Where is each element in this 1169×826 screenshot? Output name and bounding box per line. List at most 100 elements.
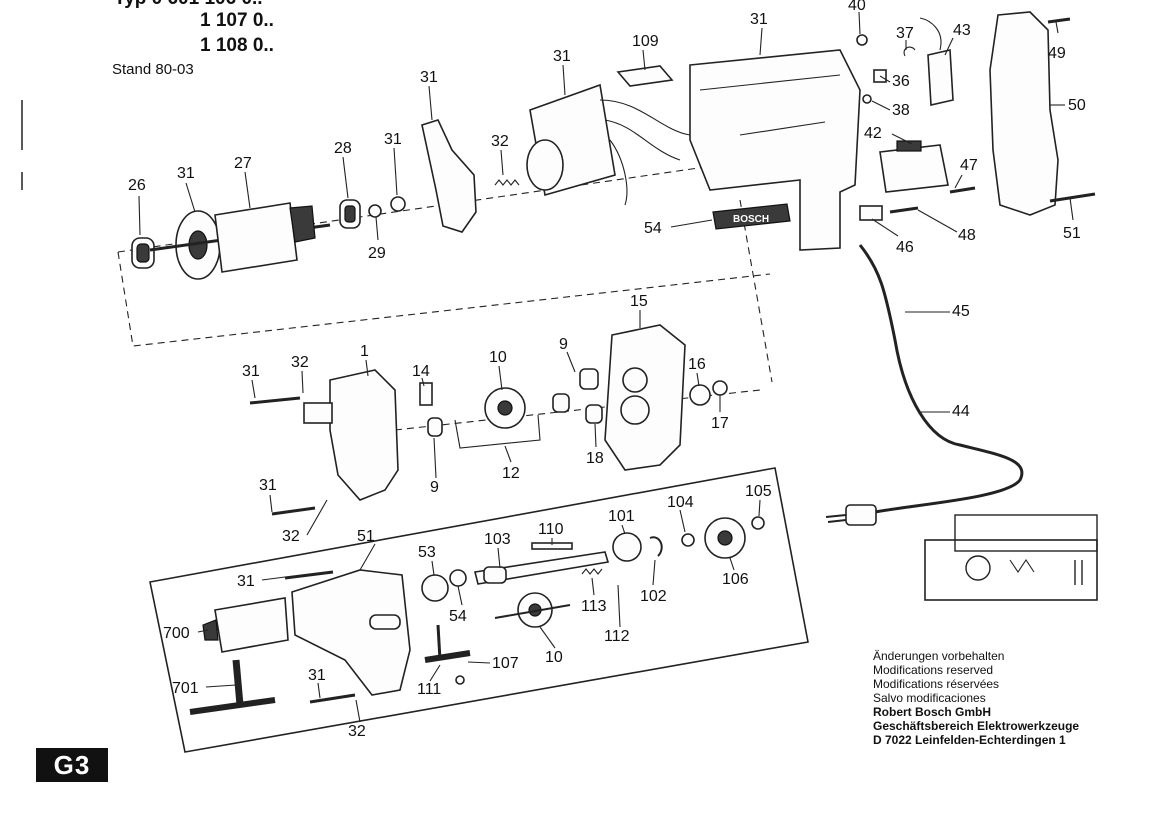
washer-part bbox=[390, 196, 406, 212]
capacitor-part bbox=[927, 49, 954, 106]
company-division: Geschäftsbereich Elektrowerkzeuge bbox=[873, 719, 1080, 733]
callout: 101 bbox=[608, 508, 635, 525]
screw-part bbox=[249, 396, 301, 405]
screw-part bbox=[284, 570, 334, 580]
chuck-assembly-frame bbox=[149, 467, 809, 753]
brand-plate-text: BOSCH bbox=[733, 214, 769, 225]
gear-housing-part bbox=[329, 369, 399, 501]
callout: 31 bbox=[308, 667, 326, 684]
type-line: Typ 0 601 106 0.. bbox=[114, 0, 263, 10]
callout: 700 bbox=[163, 625, 190, 642]
washer-part bbox=[751, 516, 765, 530]
callout: 40 bbox=[848, 0, 866, 14]
company-address: D 7022 Leinfelden-Echterdingen 1 bbox=[873, 733, 1066, 747]
callout: 31 bbox=[750, 11, 768, 28]
callout: 54 bbox=[449, 608, 467, 625]
wiring-schematic bbox=[924, 514, 1098, 601]
washer-part bbox=[712, 380, 728, 396]
bearing-part bbox=[689, 384, 711, 406]
pin-part bbox=[419, 382, 433, 406]
callout: 45 bbox=[952, 303, 970, 320]
callout: 29 bbox=[368, 245, 386, 262]
screw-part bbox=[455, 675, 465, 685]
field-coil-part bbox=[526, 83, 691, 206]
callout: 17 bbox=[711, 415, 729, 432]
air-guide-part bbox=[421, 119, 477, 233]
callout: 9 bbox=[430, 479, 439, 496]
callout: 51 bbox=[1063, 225, 1081, 242]
callout: 28 bbox=[334, 140, 352, 157]
bearing-part bbox=[579, 368, 599, 390]
bearing-part bbox=[131, 237, 155, 269]
callout: 32 bbox=[291, 354, 309, 371]
callout: 31 bbox=[259, 477, 277, 494]
leader-lines bbox=[138, 11, 1074, 723]
callout: 53 bbox=[418, 544, 436, 561]
callout: 38 bbox=[892, 102, 910, 119]
bearing-part bbox=[585, 404, 603, 424]
spindle-part bbox=[474, 551, 610, 585]
callout: 10 bbox=[545, 649, 563, 666]
screw-part bbox=[1047, 17, 1071, 24]
screw-part bbox=[271, 506, 316, 516]
pin-part bbox=[424, 650, 471, 663]
screw-part bbox=[889, 206, 919, 214]
callout-labels: 26 31 27 28 29 31 31 32 31 109 31 54 40 … bbox=[128, 0, 1086, 740]
switch-part bbox=[879, 144, 949, 193]
bearing-part bbox=[421, 574, 449, 602]
callout: 31 bbox=[553, 48, 571, 65]
callout: 50 bbox=[1068, 97, 1086, 114]
bearing-part bbox=[339, 199, 361, 229]
washer-part bbox=[681, 533, 695, 547]
callout: 31 bbox=[420, 69, 438, 86]
chuck-part bbox=[202, 597, 289, 653]
variant-1107: 1 107 0.. bbox=[200, 10, 274, 31]
callout: 32 bbox=[348, 723, 366, 740]
gear-part bbox=[484, 387, 526, 429]
callout: 51 bbox=[357, 528, 375, 545]
callout: 49 bbox=[1048, 45, 1066, 62]
brand-plate: BOSCH bbox=[712, 203, 791, 230]
callout: 32 bbox=[282, 528, 300, 545]
gear-part bbox=[704, 517, 746, 559]
callout: 106 bbox=[722, 571, 749, 588]
callout: 31 bbox=[237, 573, 255, 590]
callout: 31 bbox=[242, 363, 260, 380]
callout: 111 bbox=[417, 681, 441, 698]
notes-line: Salvo modificaciones bbox=[873, 691, 986, 705]
callout: 48 bbox=[958, 227, 976, 244]
page-label-badge: G3 bbox=[36, 748, 108, 782]
callout: 105 bbox=[745, 483, 772, 500]
spring-part bbox=[581, 568, 603, 575]
chuck-housing-slot bbox=[369, 614, 401, 630]
callout: 18 bbox=[586, 450, 604, 467]
switch-button bbox=[896, 140, 922, 152]
screw-part bbox=[856, 34, 868, 46]
notes-line: Modifications reserved bbox=[873, 663, 994, 677]
callout: 26 bbox=[128, 177, 146, 194]
cable-clamp-part bbox=[859, 205, 883, 221]
washer-part bbox=[368, 204, 382, 218]
spring-part bbox=[903, 46, 916, 57]
variant-1108: 1 108 0.. bbox=[200, 35, 274, 56]
callout: 54 bbox=[644, 220, 662, 237]
gear-housing-neck bbox=[303, 402, 333, 424]
screw-part bbox=[1049, 192, 1096, 203]
bearing-part bbox=[552, 393, 570, 413]
screw-part bbox=[862, 94, 872, 104]
callout: 27 bbox=[234, 155, 252, 172]
gear-part bbox=[494, 592, 571, 628]
needle-bearing-part bbox=[427, 417, 443, 437]
notes-line: Änderungen vorbehalten bbox=[873, 649, 1005, 663]
gear-cover-part bbox=[604, 324, 686, 471]
callout: 31 bbox=[384, 131, 402, 148]
stand-date: Stand 80-03 bbox=[112, 61, 194, 78]
retaining-ring-part bbox=[649, 536, 663, 557]
callout: 110 bbox=[538, 521, 564, 538]
screw-part bbox=[309, 693, 356, 704]
callout: 10 bbox=[489, 349, 507, 366]
callout: 112 bbox=[604, 628, 630, 645]
callout: 31 bbox=[177, 165, 195, 182]
notes-line: Modifications réservées bbox=[873, 677, 1000, 691]
